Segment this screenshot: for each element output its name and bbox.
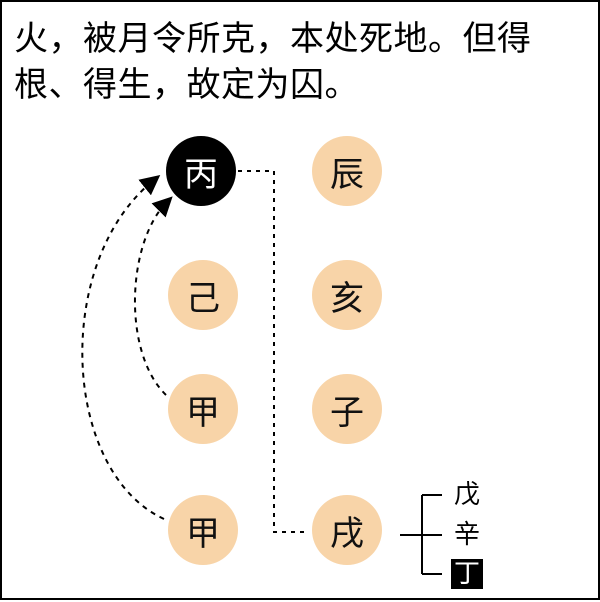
branch-node-1: 辰 [312,136,382,206]
hidden-stem-1: 戊 [454,480,481,510]
arrow-jia-bottom-to-bing [81,174,165,520]
caption-line-2: 根、得生，故定为囚。 [14,65,359,105]
caption-text: 火，被月令所克，本处死地。但得 根、得生，故定为囚。 [14,16,590,108]
hidden-stems-bracket [400,494,442,575]
branch-node-3: 子 [312,374,382,444]
caption-line-1: 火，被月令所克，本处死地。但得 [14,19,532,59]
stem-node-2: 己 [168,260,238,330]
connector-bing-to-xu [238,170,308,533]
stem-node-3: 甲 [168,374,238,444]
arrow-jia-top-to-bing [134,196,173,396]
hidden-stem-3-highlighted: 丁 [451,559,484,589]
branch-node-4: 戌 [312,495,382,565]
branch-node-2: 亥 [312,260,382,330]
hidden-stem-2: 辛 [454,520,481,550]
stem-node-4: 甲 [168,495,238,565]
stem-node-1: 丙 [166,136,236,206]
